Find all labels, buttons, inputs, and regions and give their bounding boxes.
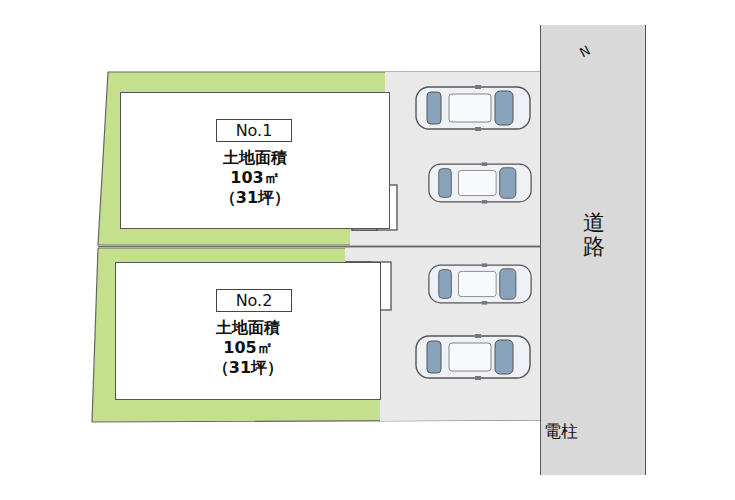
lot-boundary <box>98 246 540 247</box>
road-label: 道路 <box>583 211 605 259</box>
road-band: 道路 <box>540 25 646 475</box>
building-footprint: 土地面積 105㎡ （31坪） No.2 <box>115 262 381 400</box>
car <box>429 162 531 203</box>
lot-number-box: No.1 <box>216 119 292 142</box>
lot-number-box: No.2 <box>216 289 292 312</box>
building-footprint: 土地面積 103㎡ （31坪） No.1 <box>120 92 390 229</box>
lot-outline <box>98 72 540 245</box>
land-area-text: 土地面積 103㎡ （31坪） <box>213 148 297 208</box>
car <box>416 85 530 131</box>
lot-number: No.1 <box>236 121 273 140</box>
lot-number: No.2 <box>236 291 273 310</box>
car <box>416 334 530 380</box>
car <box>429 263 531 304</box>
pole-label: 電柱 <box>544 420 578 443</box>
lot-outline <box>92 248 540 422</box>
land-area-text: 土地面積 105㎡ （31坪） <box>206 318 290 378</box>
